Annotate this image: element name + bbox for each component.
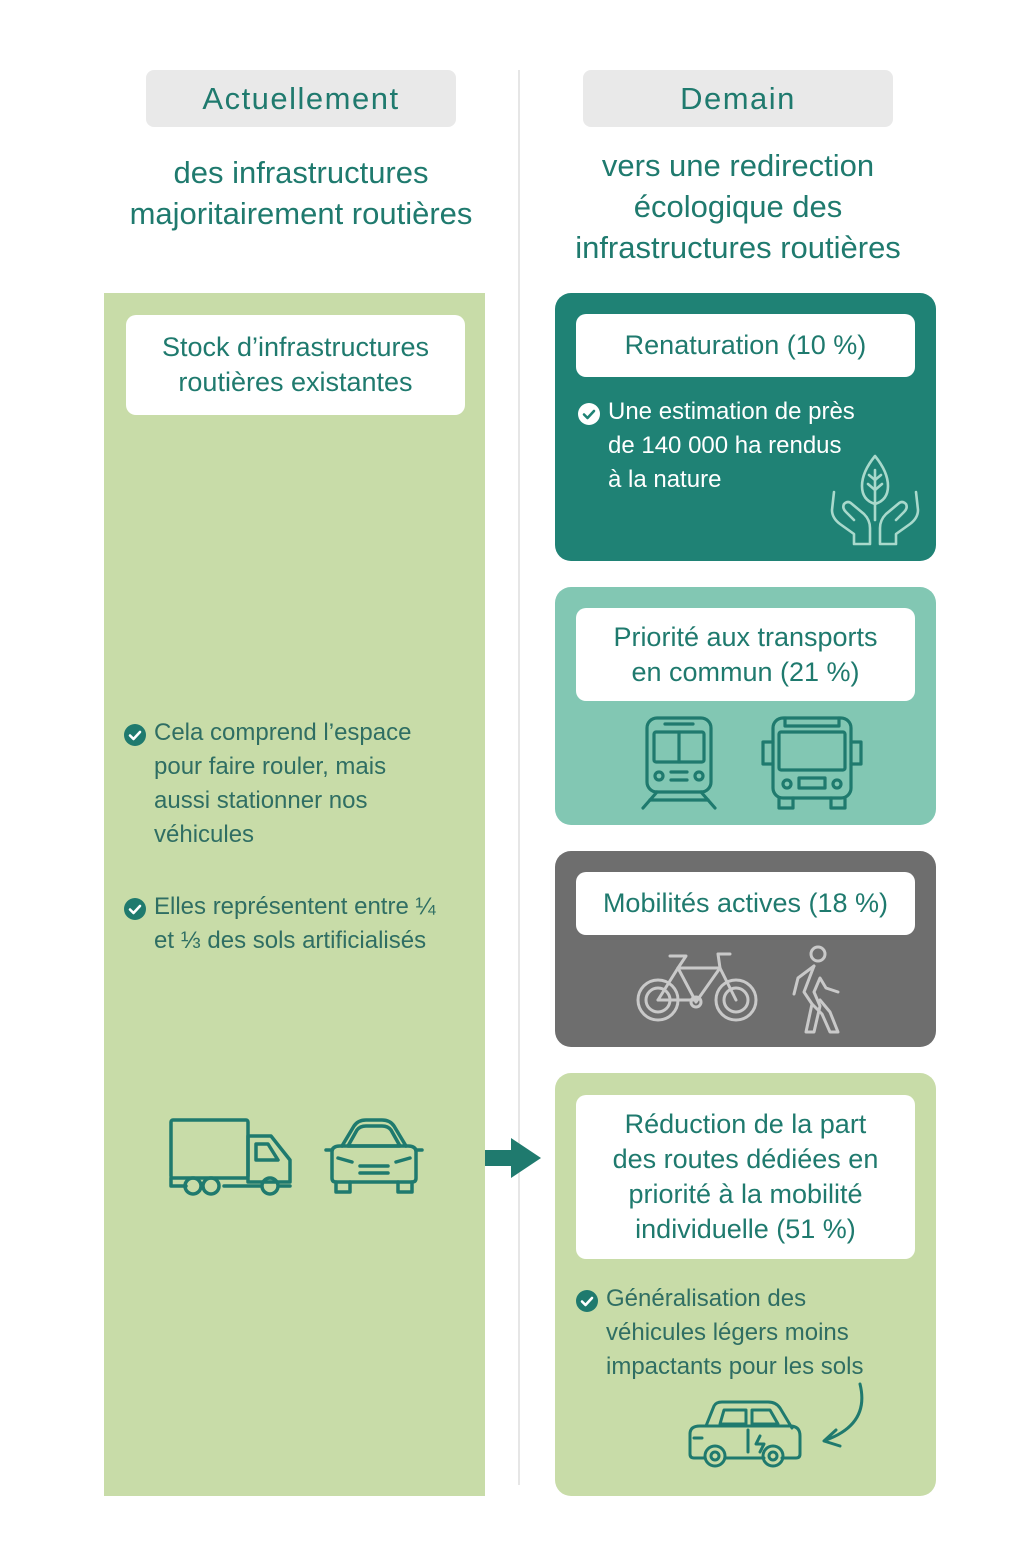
card-title-line: Renaturation (10 %) [624, 330, 867, 360]
right-subtitle-line: écologique des [633, 189, 843, 224]
left-bullet-1-line: aussi stationner nos [154, 787, 368, 814]
renaturation-bullet-line: de 140 000 ha rendus [608, 432, 842, 459]
left-bullet-2: Elles représentent entre ¼ et ⅓ des sols… [124, 890, 474, 958]
card-active-mobility-title: Mobilités actives (18 %) [576, 872, 915, 935]
card-title-line: individuelle (51 %) [635, 1214, 856, 1244]
column-divider [518, 70, 520, 1485]
header-demain-label: Demain [680, 80, 796, 116]
check-icon [124, 724, 146, 746]
stock-box-title-line: routières existantes [178, 367, 413, 397]
left-bullet-2-line: et ⅓ des sols artificialisés [154, 927, 427, 954]
truck-icon [169, 1118, 292, 1196]
car-icon [324, 1118, 424, 1194]
check-icon [578, 403, 600, 425]
curved-arrow-icon [822, 1382, 864, 1448]
reduction-bullet: Généralisation des véhicules légers moin… [576, 1282, 906, 1384]
left-bullet-1-line: Cela comprend l’espace [154, 719, 412, 746]
right-subtitle: vers une redirection écologique des infr… [548, 145, 928, 268]
left-subtitle-line: majoritairement routières [129, 196, 473, 231]
renaturation-bullet-line: à la nature [608, 466, 722, 493]
card-renaturation-title: Renaturation (10 %) [576, 314, 915, 377]
small-electric-car-icon [688, 1400, 802, 1468]
card-public-transport-title: Priorité aux transports en commun (21 %) [576, 608, 915, 701]
reduction-bullet-line: véhicules légers moins [606, 1319, 849, 1346]
pedestrian-icon [792, 945, 840, 1034]
card-title-line: Mobilités actives (18 %) [602, 888, 889, 918]
reduction-bullet-line: Généralisation des [606, 1285, 807, 1312]
bicycle-icon [636, 952, 758, 1022]
left-bullet-1-line: pour faire rouler, mais [154, 753, 387, 780]
card-title-line: Priorité aux transports [613, 621, 878, 652]
stock-box: Stock d’infrastructures routières exista… [126, 315, 465, 415]
card-title-line: Réduction de la part [624, 1109, 867, 1139]
bus-icon [761, 716, 863, 810]
left-subtitle: des infrastructures majoritairement rout… [110, 152, 492, 234]
check-icon [576, 1290, 598, 1312]
right-arrow-icon [485, 1138, 541, 1178]
hands-leaf-icon [830, 454, 920, 546]
card-title-line: en commun (21 %) [631, 656, 860, 687]
reduction-bullet-line: impactants pour les sols [606, 1353, 864, 1380]
left-subtitle-line: des infrastructures [173, 155, 429, 190]
right-subtitle-line: vers une redirection [601, 148, 875, 183]
left-bullet-1-line: véhicules [154, 821, 255, 848]
stock-box-title-line: Stock d’infrastructures [161, 332, 430, 362]
card-reduction-title: Réduction de la part des routes dédiées … [576, 1095, 915, 1259]
left-bullet-1: Cela comprend l’espace pour faire rouler… [124, 716, 474, 852]
header-actuellement-label: Actuellement [202, 80, 400, 116]
renaturation-bullet: Une estimation de près de 140 000 ha ren… [578, 395, 898, 497]
card-title-line: priorité à la mobilité [628, 1179, 863, 1209]
check-icon [124, 898, 146, 920]
header-demain: Demain [583, 70, 893, 127]
header-actuellement: Actuellement [146, 70, 456, 127]
card-title-line: des routes dédiées en [612, 1144, 879, 1174]
train-icon [641, 716, 717, 810]
left-bullet-2-line: Elles représentent entre ¼ [154, 893, 436, 920]
current-infrastructure-panel [104, 293, 485, 1496]
renaturation-bullet-line: Une estimation de près [608, 398, 855, 425]
right-subtitle-line: infrastructures routières [575, 230, 901, 265]
